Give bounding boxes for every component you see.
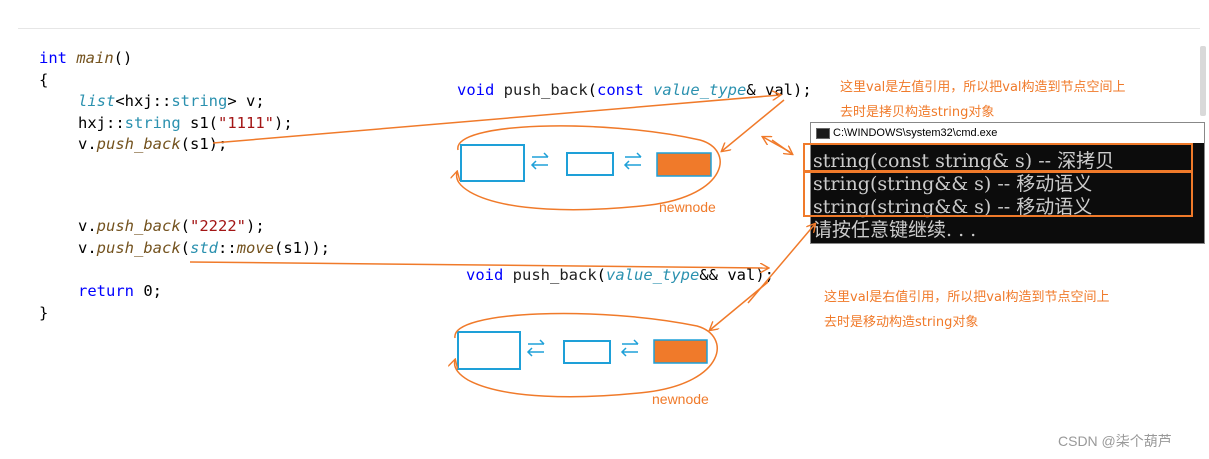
- list-diagram-bottom: [455, 312, 718, 398]
- code-line-open-brace: {: [39, 71, 49, 89]
- cycle-ellipse: [457, 125, 721, 211]
- note-rvalue-line1: 这里val是右值引用，所以把val构造到节点空间上: [824, 290, 1110, 305]
- arrow-signature-to-console: [771, 139, 792, 154]
- list-diagram-top: [457, 125, 721, 211]
- cycle-ellipse: [455, 312, 718, 398]
- code-line-list-decl: list<hxj::string> v;: [78, 92, 265, 110]
- list-node: [460, 144, 525, 182]
- console-titlebar: C:\WINDOWS\system32\cmd.exe: [811, 123, 1204, 143]
- console-line: string(const string& s) -- 深拷贝: [813, 150, 1115, 172]
- code-line-push-literal: v.push_back("2222");: [78, 217, 265, 235]
- code-line-close-brace: }: [39, 304, 49, 322]
- newnode-box: [653, 339, 708, 364]
- console-highlight-move: [803, 171, 1193, 217]
- arrow-signature-to-console-move: [747, 224, 815, 304]
- code-line-main: int main(): [39, 49, 133, 67]
- console-line: string(string&& s) -- 移动语义: [813, 173, 1093, 195]
- console-highlight-copy: [803, 143, 1193, 172]
- console-line: string(string&& s) -- 移动语义: [813, 196, 1093, 218]
- newnode-box: [656, 152, 712, 177]
- code-line-string-decl: hxj::string s1("1111");: [78, 114, 293, 132]
- bidirectional-arrow-icon: [526, 339, 639, 357]
- watermark: CSDN @柒个葫芦: [1058, 433, 1172, 449]
- newnode-label-top: newnode: [659, 199, 716, 215]
- top-divider: [18, 28, 1200, 29]
- arrow-val-to-newnode-top: [722, 99, 785, 151]
- list-node: [563, 340, 611, 364]
- console-line: 请按任意键继续. . .: [813, 219, 977, 241]
- arrow-s1-to-signature: [212, 95, 780, 144]
- console-window: C:\WINDOWS\system32\cmd.exe string(const…: [810, 122, 1205, 244]
- newnode-label-bottom: newnode: [652, 391, 709, 407]
- console-title: C:\WINDOWS\system32\cmd.exe: [833, 127, 998, 139]
- bidirectional-arrow-icon: [530, 152, 642, 170]
- code-line-push-s1: v.push_back(s1);: [78, 135, 228, 153]
- signature-lvalue: void push_back(const value_type& val);: [457, 81, 812, 99]
- code-line-return: return 0;: [78, 282, 162, 300]
- list-node: [566, 152, 614, 176]
- arrow-move-to-signature: [189, 261, 768, 268]
- code-line-push-move: v.push_back(std::move(s1));: [78, 239, 331, 257]
- scrollbar-thumb[interactable]: [1200, 46, 1206, 116]
- console-icon: [816, 128, 830, 139]
- note-rvalue-line2: 去时是移动构造string对象: [824, 315, 979, 330]
- note-lvalue-line2: 去时是拷贝构造string对象: [840, 105, 995, 120]
- list-node: [457, 331, 521, 370]
- note-lvalue-line1: 这里val是左值引用，所以把val构造到节点空间上: [840, 80, 1126, 95]
